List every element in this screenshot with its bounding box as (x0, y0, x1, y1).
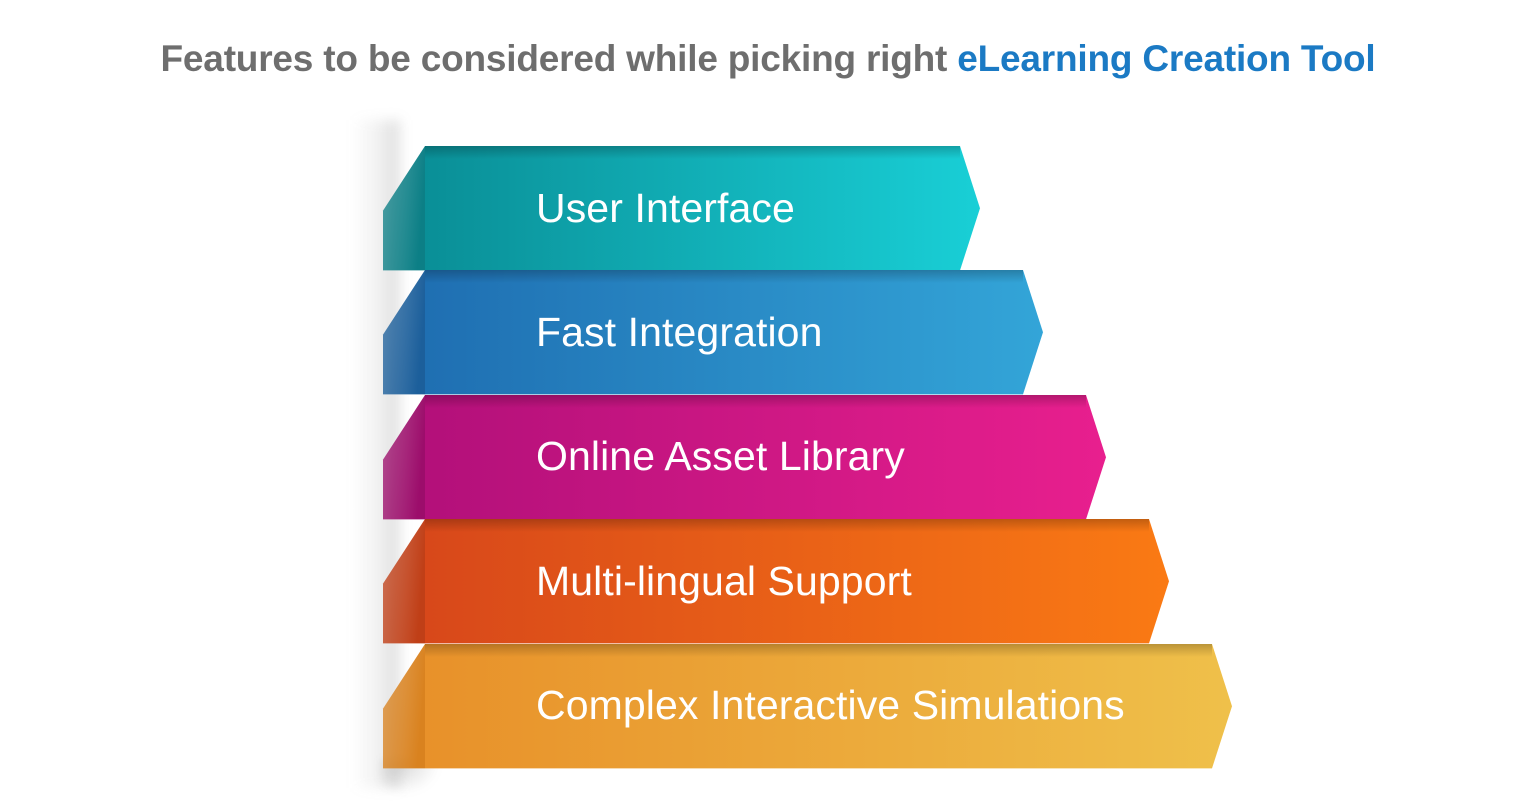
banner-fold (383, 394, 425, 520)
banner-row[interactable]: User Interface (0, 146, 1536, 271)
banner-inner-shadow (425, 519, 1149, 533)
page-title-lead: Features to be considered while picking … (160, 38, 958, 79)
banner-inner-shadow (425, 643, 1212, 657)
banner-face (425, 146, 980, 271)
page-title: Features to be considered while picking … (0, 38, 1536, 80)
banner-row[interactable]: Fast Integration (0, 270, 1536, 395)
banner-row[interactable]: Multi-lingual Support (0, 519, 1536, 644)
banner-shape (383, 270, 1043, 395)
banner-face (425, 394, 1106, 520)
page-title-highlight: eLearning Creation Tool (957, 38, 1376, 79)
banner-shape (383, 643, 1232, 768)
banner-fold (383, 146, 425, 271)
banner-inner-shadow (425, 146, 960, 159)
banner-face (425, 519, 1169, 644)
banner-face (425, 270, 1043, 395)
banner-fold (383, 519, 425, 644)
banner-inner-shadow (425, 270, 1023, 284)
banner-face (425, 643, 1232, 768)
banner-row[interactable]: Online Asset Library (0, 394, 1536, 520)
banner-inner-shadow (425, 394, 1086, 408)
banner-shape (383, 394, 1106, 520)
banner-shape (383, 519, 1169, 644)
banner-shape (383, 146, 980, 271)
banner-row[interactable]: Complex Interactive Simulations (0, 643, 1536, 768)
banner-fold (383, 270, 425, 395)
banner-fold (383, 643, 425, 768)
